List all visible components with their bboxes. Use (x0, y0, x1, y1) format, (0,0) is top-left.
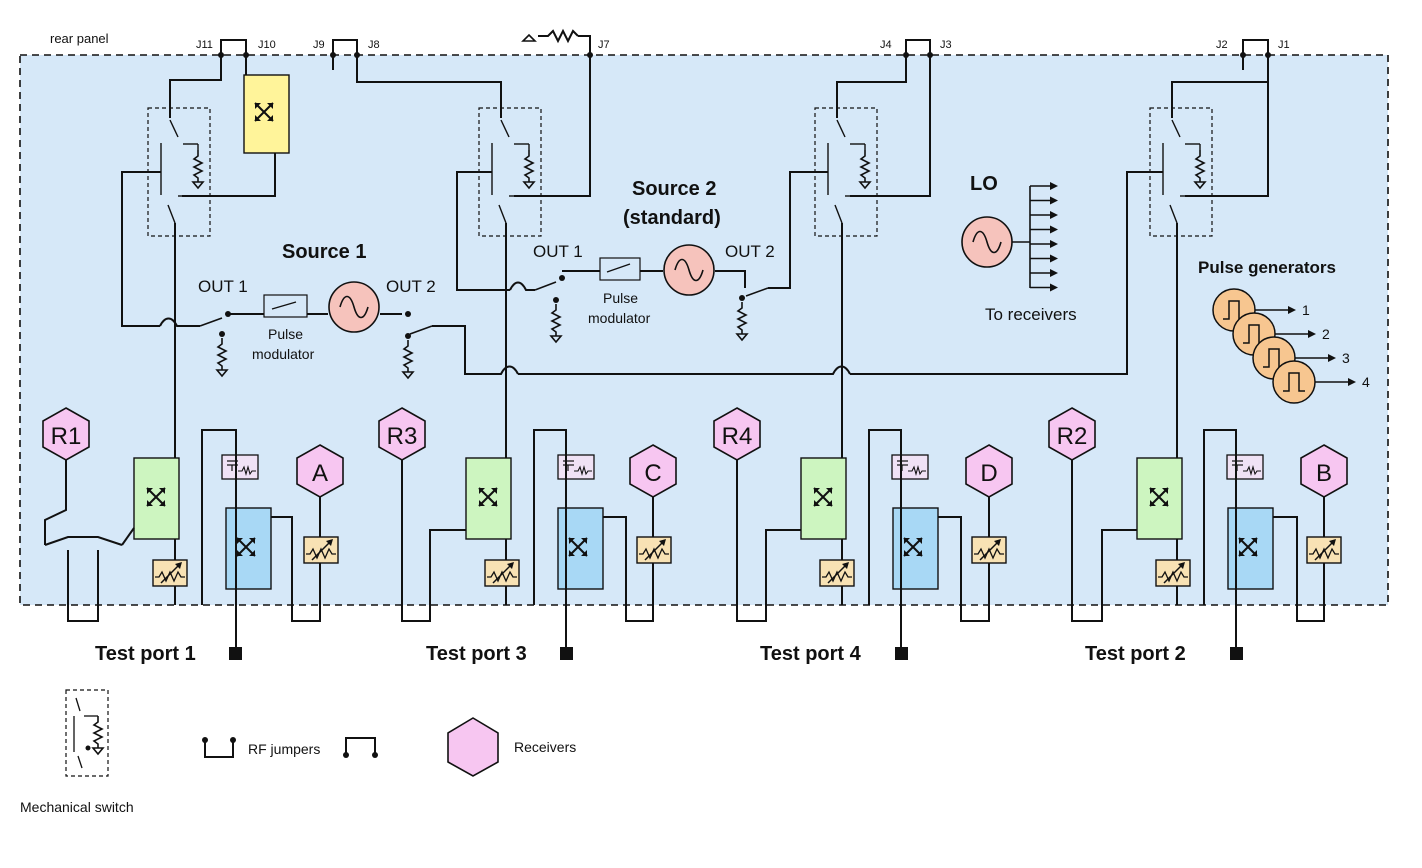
legend-receivers: Receivers (447, 717, 576, 777)
lo-fanout-arrow (1030, 240, 1058, 248)
jumper-j2: J2 (1216, 39, 1228, 51)
lo-fanout-arrow (1030, 283, 1058, 292)
lo-fanout-arrow (1030, 225, 1058, 234)
jumper-j1: J1 (1278, 39, 1290, 51)
source-1-out2: OUT 2 (386, 277, 436, 296)
source-2-modulator-label: modulator (588, 310, 651, 326)
receiver-c: C (629, 444, 677, 498)
lo-fanout-arrows (1030, 182, 1058, 292)
jumper-j7: J7 (598, 39, 610, 51)
receiver-b: B (1300, 444, 1348, 498)
legend-mechanical-switch: Mechanical switch (20, 689, 134, 815)
receiver-r4: R4 (713, 407, 761, 461)
svg-text:A: A (312, 460, 328, 487)
rf-wiring (121, 55, 1269, 605)
pulse-generators-label: Pulse generators (1198, 258, 1336, 277)
source-1-modulator-label: modulator (252, 346, 315, 362)
lo-fanout-arrow (1030, 196, 1058, 205)
rear-panel-label: rear panel (50, 31, 109, 46)
pulse-generator-3: 3 (1252, 336, 1350, 380)
source-2-pulse-modulator (599, 257, 641, 281)
pulse-output-label: 1 (1302, 302, 1310, 318)
lo-fanout-arrow (1030, 254, 1058, 263)
test-port-2-label: Test port 2 (1085, 643, 1186, 665)
svg-text:B: B (1316, 460, 1332, 487)
lo-label: LO (970, 173, 998, 195)
lo-source: LO To receivers (961, 173, 1077, 324)
lo-to-receivers-label: To receivers (985, 305, 1077, 324)
jumper-labels: J11 J10 J9 J8 J7 J4 J3 J2 J1 (196, 39, 1290, 51)
source-1-pulse-label: Pulse (268, 326, 303, 342)
jumper-j3: J3 (940, 39, 952, 51)
rear-panel-area (19, 54, 1389, 606)
test-port-connectors (229, 647, 1243, 660)
source-1-out1: OUT 1 (198, 277, 248, 296)
source-2-out2: OUT 2 (725, 242, 775, 261)
pulse-generator-4: 4 (1272, 360, 1370, 404)
svg-text:C: C (644, 460, 661, 487)
svg-text:R1: R1 (51, 423, 82, 450)
lo-fanout-arrow (1030, 211, 1058, 219)
jumper-j8: J8 (368, 39, 380, 51)
test-port-4-label: Test port 4 (760, 643, 862, 665)
test-port-1-label: Test port 1 (95, 643, 196, 665)
jumper-j10: J10 (258, 39, 276, 51)
pulse-output-label: 3 (1342, 350, 1350, 366)
source-1-pulse-modulator (263, 294, 308, 318)
source-1: Source 1 OUT 1 OUT 2 Pulse modulator (198, 241, 436, 379)
receiver-a: A (296, 444, 344, 498)
legend-rf-jumpers-label: RF jumpers (248, 741, 320, 757)
source-2-pulse-label: Pulse (603, 290, 638, 306)
source-2-out1: OUT 1 (533, 242, 583, 261)
legend-rf-jumpers: RF jumpers (202, 737, 378, 758)
pulse-generator-1: 1 (1212, 288, 1310, 332)
source-2-label-line2: (standard) (623, 207, 721, 229)
source-2-label-line1: Source 2 (632, 178, 716, 200)
jumper-j9: J9 (313, 39, 325, 51)
jumper-j11: J11 (196, 39, 213, 51)
svg-text:R2: R2 (1057, 423, 1088, 450)
svg-text:R3: R3 (387, 423, 418, 450)
rf-jumper-loops (220, 28, 1269, 55)
legend-mechanical-switch-label: Mechanical switch (20, 799, 134, 815)
svg-text:D: D (980, 460, 997, 487)
receiver-r3: R3 (378, 407, 426, 461)
source-1-label: Source 1 (282, 241, 366, 263)
source-2: Source 2 (standard) OUT 1 OUT 2 Pulse mo… (533, 178, 775, 343)
receiver-r2: R2 (1048, 407, 1096, 461)
pulse-output-label: 4 (1362, 374, 1370, 390)
jumper-j4: J4 (880, 39, 892, 51)
lo-fanout-arrow (1030, 269, 1058, 277)
receiver-d: D (965, 444, 1013, 498)
legend: Mechanical switch RF jumpers Receivers (20, 689, 576, 815)
receiver-r1: R1 (42, 407, 90, 461)
svg-text:R4: R4 (722, 423, 753, 450)
lower-wiring (44, 429, 1325, 655)
pulse-generator-2: 2 (1232, 312, 1330, 356)
port-section-1 (133, 454, 339, 590)
test-port-3-label: Test port 3 (426, 643, 527, 665)
pulse-output-label: 2 (1322, 326, 1330, 342)
legend-receivers-label: Receivers (514, 739, 576, 755)
lo-fanout-arrow (1030, 182, 1058, 190)
